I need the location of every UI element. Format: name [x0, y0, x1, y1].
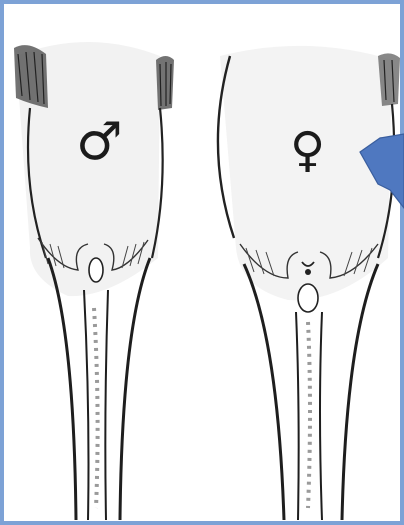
- female-right-leg-inner: [320, 312, 322, 520]
- illustration-stage: ♂ ♀: [8, 8, 404, 525]
- female-hindquarters: [218, 46, 400, 520]
- male-right-leg-inner: [105, 290, 108, 520]
- female-anal-opening: [298, 284, 318, 312]
- female-clitoral-point: [305, 269, 311, 275]
- male-left-leg-outer: [48, 258, 76, 520]
- male-perineal-line: [94, 308, 98, 508]
- male-symbol: ♂: [76, 116, 123, 168]
- female-left-leg-inner: [296, 312, 299, 520]
- female-perineal-line: [308, 322, 310, 508]
- illustration-svg: [8, 8, 404, 525]
- female-symbol: ♀: [290, 126, 325, 174]
- male-right-leg-outer: [120, 258, 150, 520]
- female-right-leg-outer: [342, 264, 378, 520]
- male-left-leg-inner: [84, 290, 89, 520]
- male-genital-opening: [89, 258, 103, 282]
- female-left-leg-outer: [244, 264, 284, 520]
